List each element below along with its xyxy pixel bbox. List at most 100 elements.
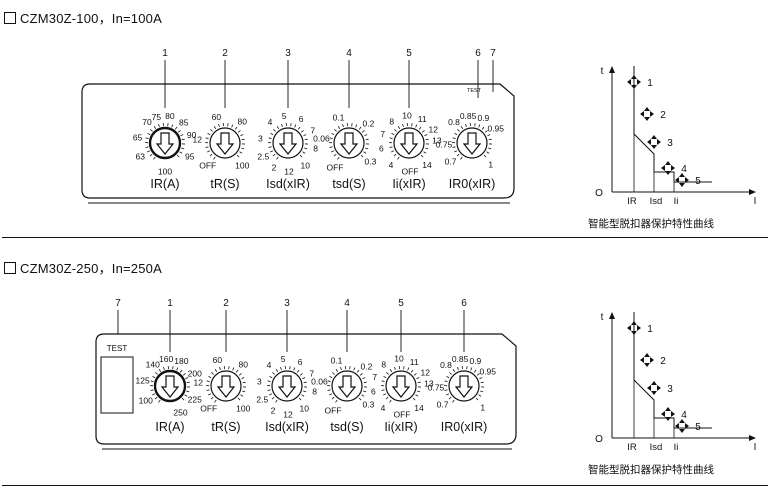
dial-tick-mark bbox=[181, 147, 185, 150]
dial-tick-mark bbox=[214, 399, 217, 403]
dial-tick-mark bbox=[182, 373, 186, 376]
dial-tick-mark bbox=[452, 399, 455, 403]
dial-1-tick-label: 180 bbox=[174, 356, 188, 366]
dial-4-label: tsd(S) bbox=[332, 177, 365, 191]
dial-tick-mark bbox=[281, 123, 283, 128]
dial-label-main: Isd bbox=[265, 420, 282, 434]
dial-3-tick-label: 12 bbox=[283, 409, 293, 419]
dial-1-tick-label: 125 bbox=[136, 376, 150, 386]
dial-tick-mark bbox=[417, 390, 421, 393]
dial-tick-mark bbox=[298, 397, 302, 401]
dial-tick-mark bbox=[363, 151, 367, 154]
callout-6-label: 6 bbox=[475, 48, 481, 59]
dial-6-label: IR0(xIR) bbox=[449, 177, 496, 191]
dial-tick-mark bbox=[241, 147, 245, 150]
adjust-arrows-icon bbox=[661, 407, 675, 421]
dial-tick-mark bbox=[488, 138, 492, 141]
dial-tick-mark bbox=[239, 151, 243, 154]
callout-5-label: 5 bbox=[398, 298, 404, 309]
dial-tick-mark bbox=[158, 369, 162, 372]
adjust-arrows-icon bbox=[640, 107, 654, 121]
dial-tick-mark bbox=[365, 147, 369, 150]
curve-point-1-label: 1 bbox=[647, 78, 653, 89]
arrow-up-icon bbox=[609, 66, 615, 73]
dial-tick-mark bbox=[213, 126, 217, 129]
curve-mark-2-label: Isd bbox=[650, 442, 663, 453]
dial-3-tick-label: 10 bbox=[300, 404, 310, 414]
dial-tick-mark bbox=[328, 393, 333, 396]
dial-tick-mark bbox=[359, 373, 363, 376]
dial-tick-mark bbox=[150, 129, 153, 132]
dial-5-label: Ii(xIR) bbox=[384, 420, 417, 434]
dial-3-tick-label: 2.5 bbox=[256, 395, 268, 405]
dial-3-tick-label: 4 bbox=[268, 117, 273, 127]
dial-label-main: IR0 bbox=[449, 177, 469, 191]
callout-5-label: 5 bbox=[406, 48, 412, 59]
dial-label-unit: (xIR) bbox=[283, 177, 310, 191]
arrow-down-icon bbox=[277, 375, 297, 398]
dial-tick-mark bbox=[180, 134, 184, 137]
dial-3-tick-label: 8 bbox=[312, 386, 317, 396]
dial-6-tick-label: 1 bbox=[488, 159, 493, 169]
dial-tick-mark bbox=[299, 373, 303, 376]
dial-tick-mark bbox=[269, 375, 273, 379]
dial-tick-mark bbox=[176, 154, 180, 158]
arrow-down-icon bbox=[337, 375, 357, 398]
dial-label-main: tsd bbox=[330, 420, 347, 434]
adjust-arrows-icon bbox=[647, 381, 661, 395]
dial-3-label: Isd(xIR) bbox=[265, 420, 309, 434]
dial-tick-mark bbox=[364, 134, 368, 137]
dial-label-unit: (xIR) bbox=[282, 420, 309, 434]
callout-1-label: 1 bbox=[162, 48, 168, 59]
dial-label-main: tsd bbox=[332, 177, 349, 191]
dial-1-tick-label: 75 bbox=[152, 112, 162, 122]
dial-3-tick-label: 7 bbox=[309, 368, 314, 378]
dial-tick-mark bbox=[487, 134, 491, 137]
dial-3-label: Isd(xIR) bbox=[266, 177, 310, 191]
dial-tick-mark bbox=[334, 129, 337, 132]
dial-5-tick-label: OFF bbox=[401, 166, 418, 176]
dial-3-tick-label: 5 bbox=[282, 111, 287, 121]
dial-tick-mark bbox=[206, 380, 210, 382]
dial-3-tick-label: 10 bbox=[301, 161, 311, 171]
dial-tick-mark bbox=[236, 154, 240, 158]
dial-1-tick-label: 250 bbox=[173, 407, 187, 417]
dial-tick-mark bbox=[478, 394, 482, 397]
dial-tick-mark bbox=[270, 132, 274, 136]
adjust-arrows-icon bbox=[675, 173, 689, 187]
dial-5-tick-label: 6 bbox=[379, 143, 384, 153]
dial-tick-mark bbox=[457, 129, 460, 132]
dial-tick-mark bbox=[361, 130, 365, 133]
dial-tick-mark bbox=[423, 151, 427, 154]
dial-tick-mark bbox=[242, 390, 246, 393]
dial-tick-mark bbox=[275, 399, 278, 403]
dial-tick-mark bbox=[337, 156, 340, 160]
dial-tick-mark bbox=[207, 393, 212, 396]
dial-tick-mark bbox=[210, 396, 214, 400]
dial-tick-mark bbox=[363, 390, 367, 393]
dial-tick-mark bbox=[208, 375, 212, 379]
dial-tick-mark bbox=[206, 150, 211, 153]
dial-3-tick-label: 2 bbox=[271, 406, 276, 416]
dial-4-tick-label: 0.2 bbox=[361, 361, 373, 371]
dial-2-tick-label: 80 bbox=[239, 359, 249, 369]
dial-5-tick-label: 13 bbox=[424, 379, 434, 389]
dial-tick-mark bbox=[272, 153, 276, 157]
dial-tick-mark bbox=[480, 390, 484, 393]
dial-tick-mark bbox=[296, 369, 300, 373]
arrow-up-icon bbox=[609, 312, 615, 319]
arrow-down-icon bbox=[155, 132, 175, 155]
dial-tick-mark bbox=[304, 138, 308, 141]
dial-tick-mark bbox=[158, 123, 160, 128]
curve-point-2-label: 2 bbox=[660, 110, 666, 121]
curve-point-5-label: 5 bbox=[695, 422, 701, 433]
dial-3-tick-label: 2.5 bbox=[257, 152, 269, 162]
dial-tick-mark bbox=[303, 381, 307, 384]
dial-tick-mark bbox=[184, 394, 188, 397]
arrow-right-icon bbox=[749, 435, 756, 441]
dial-tick-mark bbox=[207, 132, 211, 136]
curve-point-3-label: 3 bbox=[667, 138, 673, 149]
dial-4-tick-label: 0.2 bbox=[363, 118, 375, 128]
dial-5-tick-label: 10 bbox=[402, 111, 412, 121]
dial-5-tick-label: 4 bbox=[381, 403, 386, 413]
